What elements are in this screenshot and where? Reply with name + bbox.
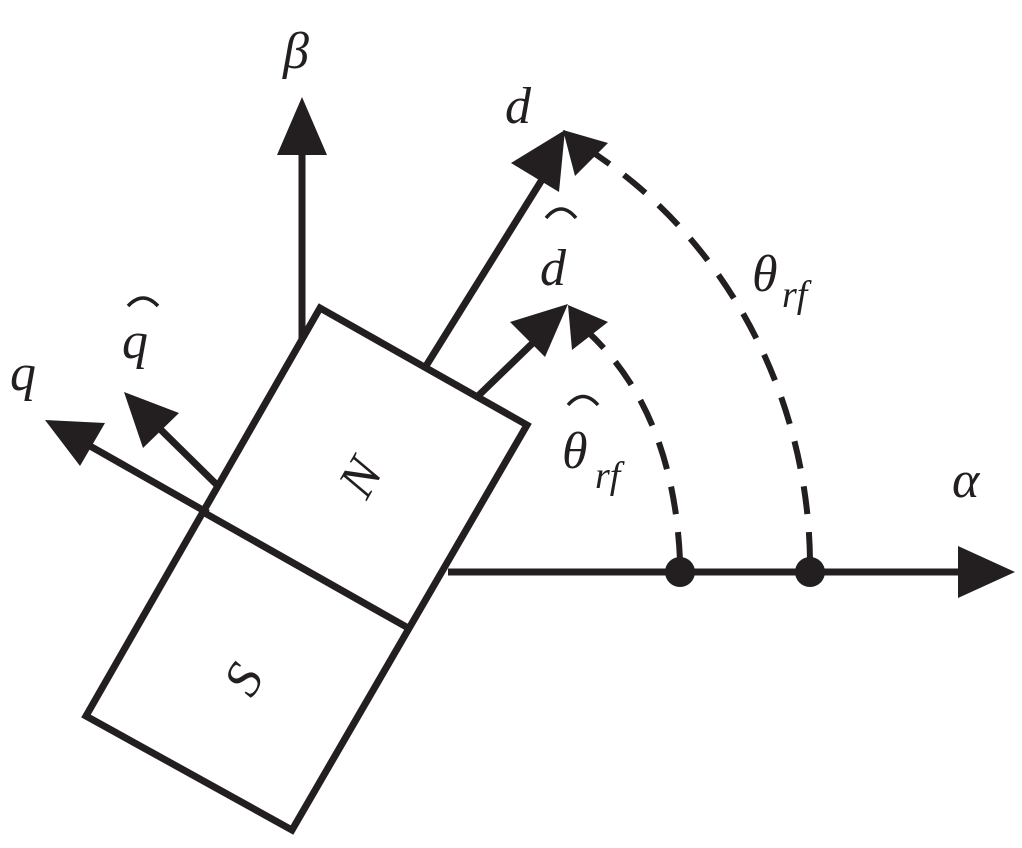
q-axis bbox=[45, 420, 210, 517]
q-hat-axis bbox=[124, 392, 221, 489]
south-pole-label: S bbox=[213, 654, 275, 705]
theta-rf-hat-arc bbox=[585, 329, 683, 561]
q-hat-label: q bbox=[122, 313, 148, 370]
d-axis bbox=[423, 130, 565, 368]
theta-rf-hat-label-group: θ rf bbox=[562, 394, 625, 497]
alpha-axis-arrowhead bbox=[958, 546, 1015, 598]
theta-rf-symbol: θ bbox=[752, 246, 778, 303]
theta-rf-arc bbox=[584, 145, 813, 561]
theta-rf-subscript: rf bbox=[782, 274, 812, 316]
theta-rf-hat-subscript: rf bbox=[595, 455, 625, 497]
alpha-axis bbox=[448, 546, 1015, 598]
beta-axis bbox=[277, 97, 327, 340]
theta-rf-hat-hat-mark bbox=[566, 394, 600, 407]
magnet-outline bbox=[81, 303, 532, 835]
q-hat-axis-arrowhead bbox=[124, 392, 179, 448]
q-hat-axis-line bbox=[152, 421, 221, 489]
d-hat-axis-arrowhead bbox=[510, 304, 568, 357]
d-hat-label-group: d bbox=[540, 207, 578, 297]
theta-rf-hat-arc-arrowhead bbox=[568, 305, 608, 350]
d-label: d bbox=[505, 78, 532, 135]
q-axis-line bbox=[88, 442, 210, 517]
theta-rf-angle bbox=[563, 130, 825, 587]
d-hat-axis bbox=[474, 304, 568, 400]
d-axis-line bbox=[423, 168, 551, 368]
theta-rf-hat-angle bbox=[568, 305, 695, 587]
beta-label: β bbox=[282, 23, 309, 80]
theta-rf-label-group: θ rf bbox=[752, 246, 812, 316]
q-axis-arrowhead bbox=[45, 420, 105, 466]
theta-rf-arc-arrowhead bbox=[563, 130, 608, 176]
d-hat-axis-line bbox=[474, 333, 543, 400]
q-hat-hat-mark bbox=[126, 296, 160, 308]
alpha-label: α bbox=[952, 452, 981, 509]
beta-axis-arrowhead bbox=[277, 97, 327, 155]
d-hat-label: d bbox=[540, 240, 567, 297]
north-pole-label: N bbox=[327, 446, 396, 508]
d-hat-hat-mark bbox=[544, 207, 578, 220]
theta-rf-hat-origin-dot bbox=[665, 557, 695, 587]
magnet-pole-divider bbox=[201, 508, 412, 633]
q-hat-label-group: q bbox=[122, 296, 160, 370]
q-label: q bbox=[10, 345, 36, 402]
d-axis-arrowhead bbox=[511, 130, 565, 192]
theta-rf-hat-symbol: θ bbox=[562, 423, 588, 480]
theta-rf-origin-dot bbox=[795, 557, 825, 587]
